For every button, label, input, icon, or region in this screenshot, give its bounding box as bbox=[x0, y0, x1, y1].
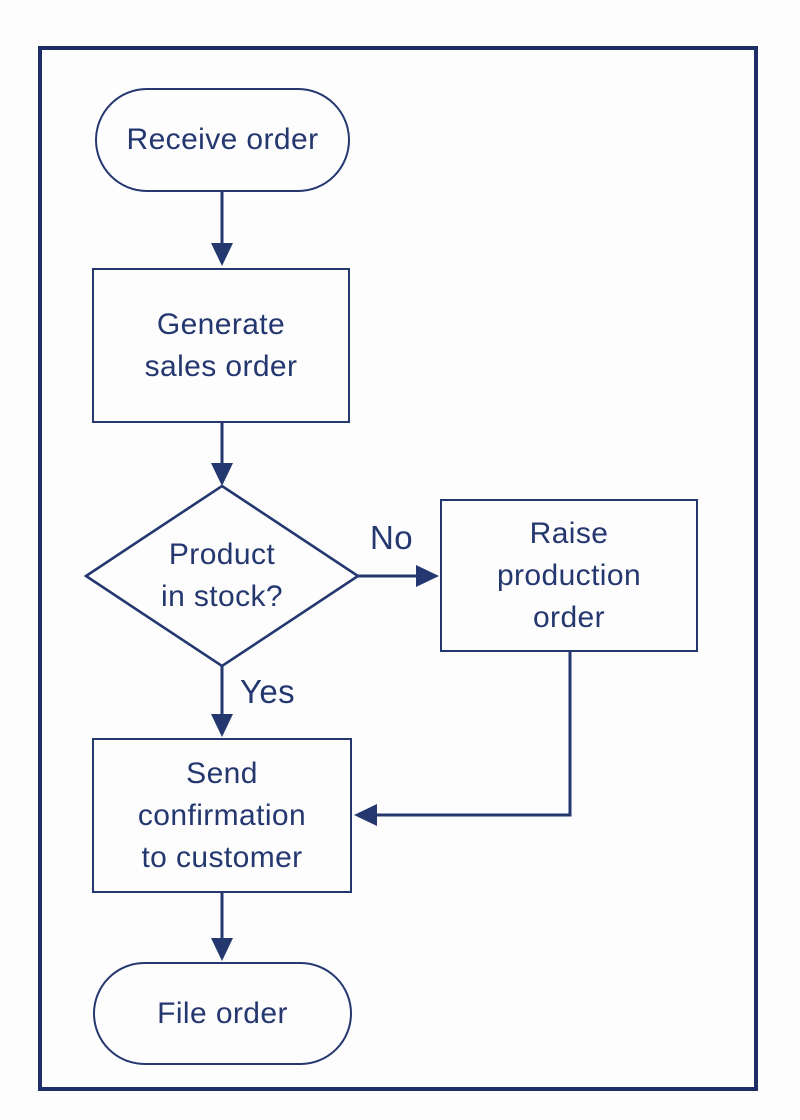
node-generate-sales-order-line1: Generate bbox=[156, 307, 286, 341]
node-raise-production-order-line1: Raise bbox=[529, 516, 609, 550]
node-product-in-stock-line1: Product bbox=[168, 538, 276, 571]
node-send-confirmation-line3: to customer bbox=[141, 840, 303, 874]
node-generate-sales-order: Generate sales order bbox=[92, 268, 350, 423]
node-receive-order: Receive order bbox=[95, 88, 350, 192]
edge-label-no: No bbox=[370, 519, 413, 556]
node-raise-production-order: Raise production order bbox=[440, 499, 698, 652]
node-send-confirmation-line2: confirmation bbox=[137, 798, 307, 832]
node-product-in-stock: Product in stock? bbox=[102, 527, 342, 625]
node-file-order-label: File order bbox=[157, 996, 288, 1030]
edge-label-yes: Yes bbox=[240, 673, 296, 710]
node-receive-order-label: Receive order bbox=[126, 123, 319, 156]
node-send-confirmation: Send confirmation to customer bbox=[92, 738, 352, 893]
node-product-in-stock-line2: in stock? bbox=[161, 580, 283, 613]
flowchart-frame bbox=[38, 46, 758, 1091]
node-raise-production-order-line3: order bbox=[532, 600, 606, 634]
node-generate-sales-order-line2: sales order bbox=[144, 349, 298, 383]
node-raise-production-order-line2: production bbox=[496, 558, 642, 592]
node-send-confirmation-line1: Send bbox=[186, 756, 258, 790]
node-file-order: File order bbox=[93, 962, 352, 1065]
